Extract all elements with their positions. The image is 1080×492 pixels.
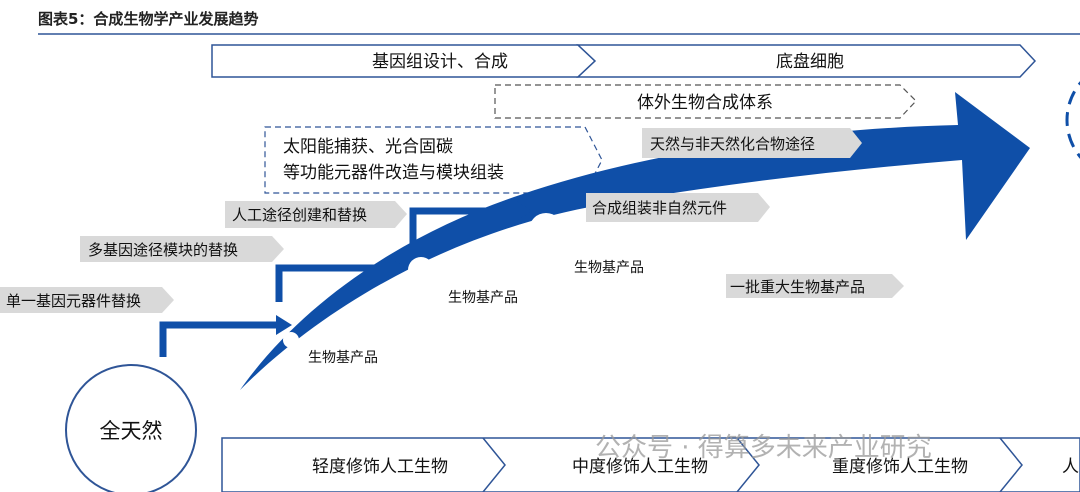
label-bg-products xyxy=(726,274,904,298)
bottom-bar-frame xyxy=(221,437,1080,492)
light-modified-label: 轻度修饰人工生物 xyxy=(312,457,448,477)
in-vitro-label: 体外生物合成体系 xyxy=(637,93,773,113)
bio-product-label-3: 生物基产品 xyxy=(574,259,644,276)
label-multigene: 多基因途径模块的替换 xyxy=(88,241,238,259)
genome-design-label: 基因组设计、合成 xyxy=(372,52,508,72)
future-dashed-circle xyxy=(1065,81,1080,159)
label-bg-single xyxy=(0,287,174,313)
label-bg-artificial xyxy=(225,201,407,228)
heavy-modified-label: 重度修饰人工生物 xyxy=(832,457,968,477)
label-bg-assembly xyxy=(586,193,770,222)
label-bg-multigene xyxy=(80,236,284,262)
chassis-cell-label: 底盘细胞 xyxy=(776,52,844,72)
bottom-chevron-bar: 轻度修饰人工生物 中度修饰人工生物 重度修饰人工生物 人 xyxy=(221,437,1080,492)
top-chevron-bar: 基因组设计、合成 底盘细胞 xyxy=(211,44,1037,78)
solar-line-1: 太阳能捕获、光合固碳 xyxy=(283,137,453,157)
bio-product-label-2: 生物基产品 xyxy=(448,289,518,306)
node-circle-medium xyxy=(408,257,434,283)
node-circle-small xyxy=(283,332,299,348)
figure-title: 图表5：合成生物学产业发展趋势 xyxy=(38,10,258,28)
medium-modified-label: 中度修饰人工生物 xyxy=(572,457,708,477)
step-arrow-2 xyxy=(275,264,392,302)
step-arrows xyxy=(159,207,518,357)
step-arrow-3 xyxy=(409,207,518,247)
label-single: 单一基因元器件替换 xyxy=(6,292,141,310)
bottom-divider-1 xyxy=(482,437,506,492)
node-circle-large xyxy=(529,213,563,247)
bottom-divider-3 xyxy=(999,437,1023,492)
in-vitro-chevron xyxy=(494,84,917,119)
label-pathways: 天然与非天然化合物途径 xyxy=(650,135,815,153)
step-arrow-1 xyxy=(159,321,278,357)
big-progress-arrow xyxy=(240,92,1030,390)
step-arrow-head-3 xyxy=(516,201,532,221)
bottom-divider-2 xyxy=(736,437,760,492)
label-products: 一批重大生物基产品 xyxy=(730,278,865,296)
natural-circle xyxy=(65,364,197,492)
gray-labels: 天然与非天然化合物途径 合成组装非自然元件 一批重大生物基产品 人工途径创建和替… xyxy=(0,128,904,313)
watermark: 公众号 · 得算多未来产业研究 xyxy=(595,433,932,463)
step-arrow-head-2 xyxy=(390,258,406,278)
step-arrow-head-1 xyxy=(276,315,292,335)
label-assembly: 合成组装非自然元件 xyxy=(592,199,727,217)
natural-label: 全天然 xyxy=(100,419,163,443)
label-artificial: 人工途径创建和替换 xyxy=(232,206,367,224)
chevron-chassis-cell xyxy=(576,44,1037,78)
bio-product-label-1: 生物基产品 xyxy=(308,349,378,366)
label-bg-pathways xyxy=(642,128,862,158)
artificial-life-label: 人 xyxy=(1062,457,1079,477)
solar-line-2: 等功能元器件改造与模块组装 xyxy=(283,163,504,183)
